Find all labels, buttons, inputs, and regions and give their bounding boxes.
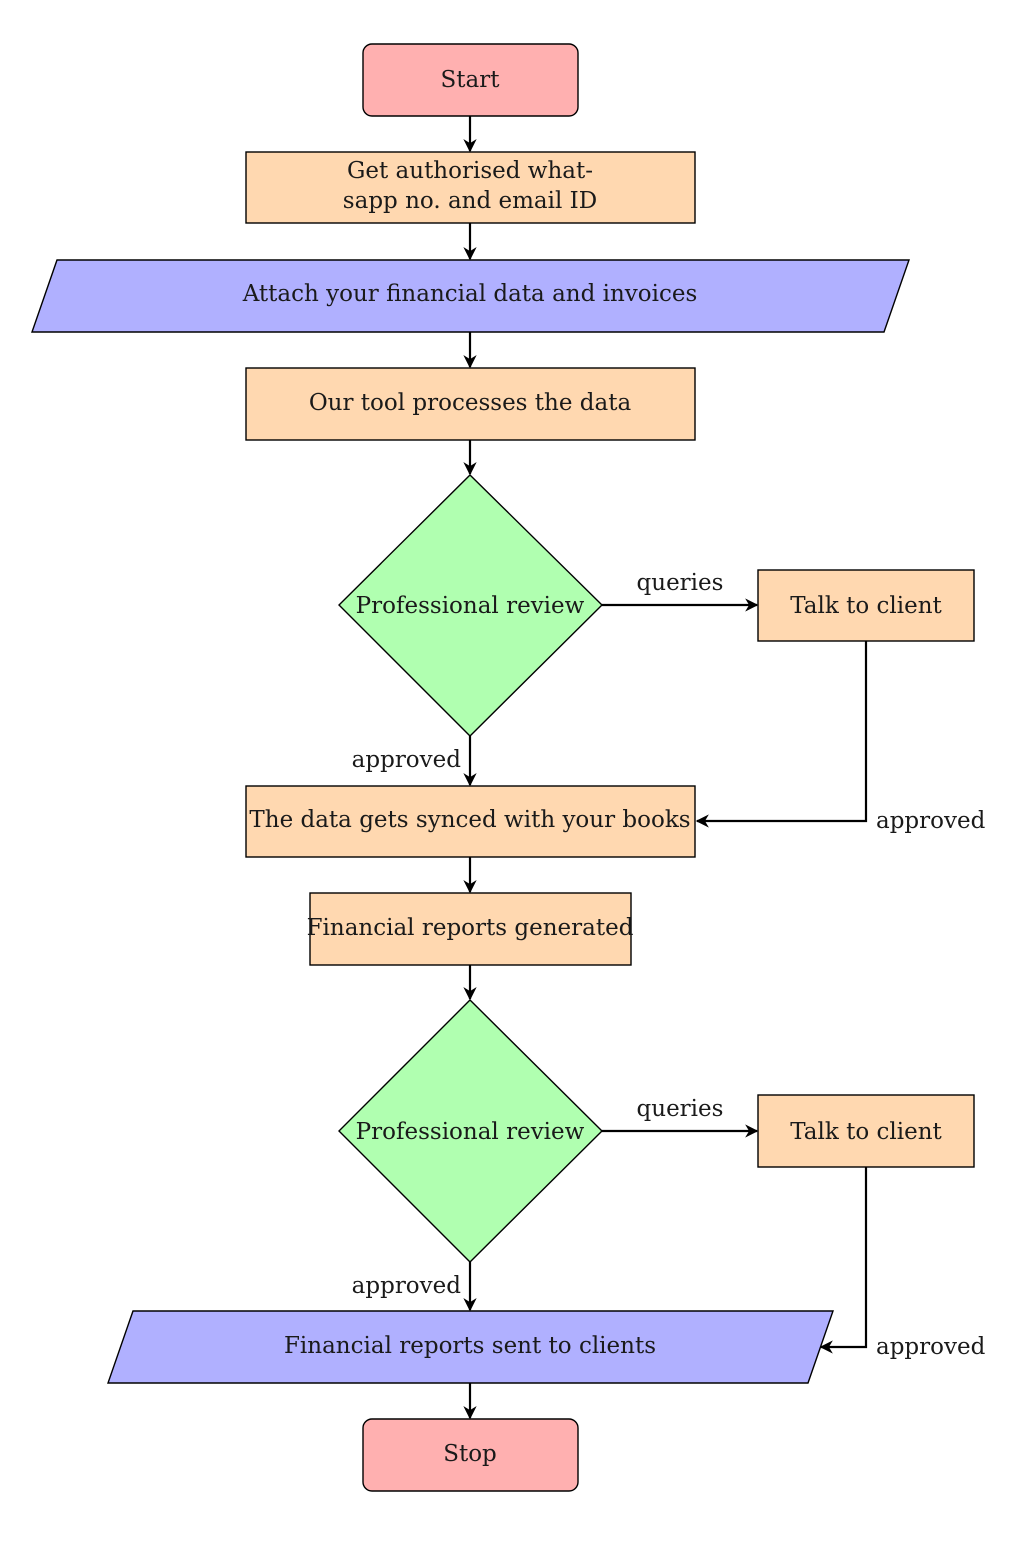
review2-queries-label: queries <box>637 1096 724 1122</box>
review1-label: Professional review <box>356 593 585 619</box>
review1-approved-label: approved <box>352 747 462 773</box>
sync-label: The data gets synced with your books <box>249 807 690 833</box>
node-stop: Stop <box>362 1418 579 1492</box>
start-label: Start <box>441 67 501 93</box>
review2-approved-label: approved <box>352 1273 462 1299</box>
review2-decision-shape <box>338 999 603 1263</box>
talk1-label: Talk to client <box>790 593 942 619</box>
node-review1: Professional review <box>338 474 603 737</box>
node-review2: Professional review <box>338 999 603 1263</box>
process-label: Our tool processes the data <box>309 390 632 416</box>
talk1-approved-label: approved <box>876 808 986 834</box>
get-contacts-label-line1: Get authorised what- <box>347 158 593 184</box>
node-sent: Financial reports sent to clients <box>107 1310 834 1384</box>
node-attach: Attach your financial data and invoices <box>31 259 910 333</box>
review1-queries-label: queries <box>637 570 724 596</box>
reports-label: Financial reports generated <box>307 915 634 941</box>
talk2-approved-label: approved <box>876 1334 986 1360</box>
process-box <box>245 367 696 441</box>
get-contacts-box <box>245 151 696 224</box>
node-process: Our tool processes the data <box>245 367 696 441</box>
talk2-box <box>757 1094 975 1168</box>
edge-talk1-to-sync <box>695 641 868 828</box>
get-contacts-label-line2: sapp no. and email ID <box>343 188 597 214</box>
edge-talk2-to-sent <box>819 1167 868 1354</box>
reports-box <box>309 892 632 966</box>
attach-io-shape <box>31 259 910 333</box>
node-start: Start <box>362 43 579 117</box>
sync-box <box>245 785 696 858</box>
review1-decision-shape <box>338 474 603 737</box>
edges <box>463 116 868 1420</box>
talk2-label: Talk to client <box>790 1119 942 1145</box>
start-terminal <box>362 43 579 117</box>
node-sync: The data gets synced with your books <box>245 785 696 858</box>
attach-label: Attach your financial data and invoices <box>242 281 698 307</box>
edge-labels: queries approved approved queries approv… <box>352 570 986 1360</box>
review2-label: Professional review <box>356 1119 585 1145</box>
node-talk2: Talk to client <box>757 1094 975 1168</box>
node-get-contacts: Get authorised what- sapp no. and email … <box>245 151 696 224</box>
sent-io-shape <box>107 1310 834 1384</box>
node-talk1: Talk to client <box>757 569 975 642</box>
sent-label: Financial reports sent to clients <box>284 1333 656 1359</box>
node-reports: Financial reports generated <box>307 892 634 966</box>
stop-label: Stop <box>443 1441 497 1467</box>
stop-terminal <box>362 1418 579 1492</box>
talk1-box <box>757 569 975 642</box>
